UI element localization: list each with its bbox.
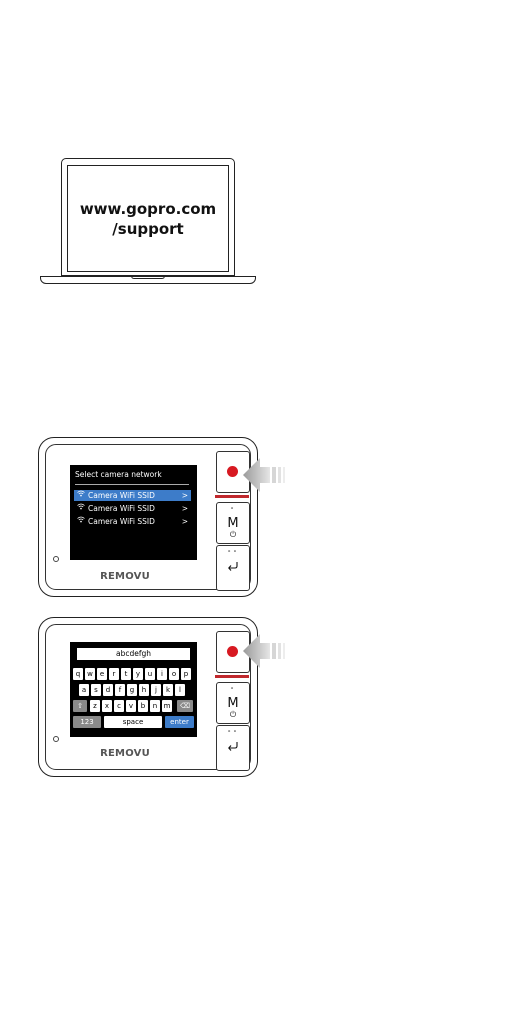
support-url-line1: www.gopro.com: [80, 199, 216, 219]
mode-button[interactable]: ∘ M ⏻: [216, 502, 250, 544]
mode-dot-icon: ∘: [217, 505, 249, 512]
key[interactable]: x: [102, 700, 112, 712]
password-input[interactable]: abcdefgh: [77, 648, 190, 660]
brand-logo: REMOVU: [39, 571, 211, 582]
numbers-key[interactable]: 123: [73, 716, 101, 728]
key[interactable]: n: [150, 700, 160, 712]
key[interactable]: d: [103, 684, 113, 696]
network-item[interactable]: Camera WiFi SSID >: [74, 516, 191, 527]
shift-key[interactable]: ⇧: [73, 700, 87, 712]
chevron-right-icon: >: [182, 516, 188, 527]
key[interactable]: h: [139, 684, 149, 696]
mode-button[interactable]: ∘ M ⏻: [216, 682, 250, 724]
key[interactable]: l: [175, 684, 185, 696]
enter-key[interactable]: enter: [165, 716, 194, 728]
shift-icon: ⇧: [77, 702, 83, 710]
key[interactable]: q: [73, 668, 83, 680]
key[interactable]: j: [151, 684, 161, 696]
key[interactable]: e: [97, 668, 107, 680]
key[interactable]: b: [138, 700, 148, 712]
key[interactable]: i: [157, 668, 167, 680]
wifi-icon: [77, 503, 85, 514]
back-dots-icon: ∘∘: [217, 548, 249, 555]
mode-label: M: [217, 516, 249, 531]
status-led: [53, 556, 59, 562]
key[interactable]: g: [127, 684, 137, 696]
back-arrow-icon: [217, 740, 249, 756]
key[interactable]: y: [133, 668, 143, 680]
space-key[interactable]: space: [104, 716, 162, 728]
record-icon: [227, 646, 238, 657]
network-item[interactable]: Camera WiFi SSID >: [74, 503, 191, 514]
wifi-icon: [77, 516, 85, 527]
back-dots-icon: ∘∘: [217, 728, 249, 735]
chevron-right-icon: >: [182, 503, 188, 514]
record-indicator-bar: [215, 675, 249, 678]
power-icon: ⏻: [217, 530, 249, 540]
screen-title: Select camera network: [75, 470, 162, 479]
brand-logo: REMOVU: [39, 748, 211, 759]
remote-device-network: REMOVU Select camera network Camera WiFi…: [38, 437, 258, 597]
title-divider: [75, 484, 189, 485]
press-arrow-icon: [240, 455, 290, 495]
back-button[interactable]: ∘∘: [216, 545, 250, 591]
support-url-line2: /support: [112, 219, 183, 239]
network-label: Camera WiFi SSID: [88, 516, 155, 527]
key[interactable]: u: [145, 668, 155, 680]
backspace-icon: ⌫: [180, 702, 190, 710]
laptop-notch: [131, 276, 165, 279]
key[interactable]: w: [85, 668, 95, 680]
record-icon: [227, 466, 238, 477]
record-indicator-bar: [215, 495, 249, 498]
network-label: Camera WiFi SSID: [88, 503, 155, 514]
back-arrow-icon: [217, 560, 249, 576]
network-screen: Select camera network Camera WiFi SSID >…: [70, 465, 197, 560]
press-arrow-icon: [240, 631, 290, 671]
chevron-right-icon: >: [182, 490, 188, 501]
mode-dot-icon: ∘: [217, 685, 249, 692]
key[interactable]: s: [91, 684, 101, 696]
back-button[interactable]: ∘∘: [216, 725, 250, 771]
key[interactable]: a: [79, 684, 89, 696]
network-item[interactable]: Camera WiFi SSID >: [74, 490, 191, 501]
power-icon: ⏻: [217, 710, 249, 720]
network-label: Camera WiFi SSID: [88, 490, 155, 501]
key[interactable]: p: [181, 668, 191, 680]
key[interactable]: t: [121, 668, 131, 680]
mode-label: M: [217, 696, 249, 711]
keyboard-screen: abcdefgh q w e r t y u i o p a s d f g h…: [70, 642, 197, 737]
wifi-icon: [77, 490, 85, 501]
key[interactable]: m: [162, 700, 172, 712]
remote-device-keyboard: REMOVU abcdefgh q w e r t y u i o p a s …: [38, 617, 258, 777]
key[interactable]: o: [169, 668, 179, 680]
status-led: [53, 736, 59, 742]
key[interactable]: c: [114, 700, 124, 712]
key[interactable]: v: [126, 700, 136, 712]
key[interactable]: r: [109, 668, 119, 680]
key[interactable]: z: [90, 700, 100, 712]
backspace-key[interactable]: ⌫: [177, 700, 193, 712]
key[interactable]: f: [115, 684, 125, 696]
laptop-screen: www.gopro.com /support: [67, 165, 229, 272]
key[interactable]: k: [163, 684, 173, 696]
